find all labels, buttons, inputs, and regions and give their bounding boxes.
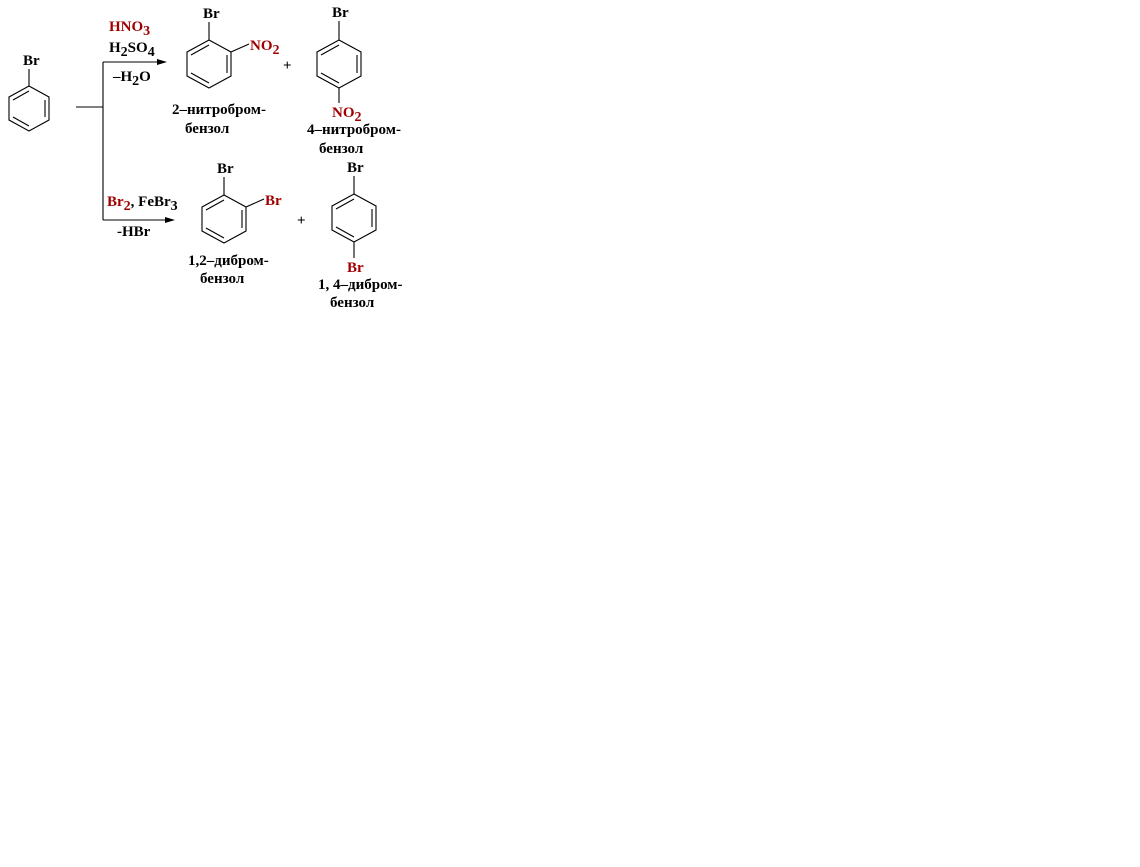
product-1-2-dibromobenzene: Br Br 1,2–дибром- бензол [188, 161, 282, 287]
nitration-arrowhead-icon [157, 59, 167, 65]
ortho-dibromo-name-line2: бензол [200, 271, 245, 287]
reagent-br2-febr3: Br2, FeBr3 [107, 194, 178, 214]
plus-sign-bromination: + [297, 213, 306, 229]
bromination-conditions: Br2, FeBr3 -HBr [107, 194, 178, 240]
reagent-h2so4: H2SO4 [109, 40, 155, 60]
product-1-4-dibromobenzene: Br Br 1, 4–дибром- бензол [318, 160, 403, 311]
reagent-hno3: HNO3 [109, 19, 150, 39]
ortho-nitro-benzene-ring [186, 39, 232, 89]
para-dibromo-br-top-label: Br [347, 160, 364, 176]
para-nitro-name-line2: бензол [319, 141, 364, 157]
start-benzene-ring [8, 85, 50, 132]
product-2-nitrobromobenzene: Br NO2 2–нитробром- бензол [172, 6, 280, 137]
bromobenzene-start: Br [8, 53, 50, 132]
para-nitro-no2-label: NO2 [332, 105, 362, 125]
para-nitro-benzene-ring [316, 39, 362, 89]
para-dibromo-name-line1: 1, 4–дибром- [318, 277, 403, 293]
start-br-label: Br [23, 53, 40, 69]
bromination-arrowhead-icon [165, 217, 175, 223]
byproduct-hbr: -HBr [117, 224, 151, 240]
ortho-dibromo-name-line1: 1,2–дибром- [188, 253, 269, 269]
ortho-nitro-br-label: Br [203, 6, 220, 22]
ortho-nitro-name-line2: бензол [185, 121, 230, 137]
ortho-dibromo-br-top-label: Br [217, 161, 234, 177]
para-dibromo-benzene-ring [331, 193, 377, 243]
byproduct-h2o: –H2O [112, 69, 151, 89]
product-4-nitrobromobenzene: Br NO2 4–нитробром- бензол [307, 5, 401, 157]
para-nitro-br-label: Br [332, 5, 349, 21]
ortho-dibromo-benzene-ring [201, 194, 247, 244]
ortho-nitro-name-line1: 2–нитробром- [172, 102, 266, 118]
para-dibromo-name-line2: бензол [330, 295, 375, 311]
plus-sign-nitration: + [283, 58, 292, 74]
reaction-arrows [76, 59, 175, 223]
para-dibromo-br-bottom-label: Br [347, 260, 364, 276]
ortho-dibromo-br-side-label: Br [265, 193, 282, 209]
ortho-nitro-no2-label: NO2 [250, 38, 280, 58]
nitration-conditions: HNO3 H2SO4 –H2O [109, 19, 155, 89]
para-nitro-name-line1: 4–нитробром- [307, 122, 401, 138]
